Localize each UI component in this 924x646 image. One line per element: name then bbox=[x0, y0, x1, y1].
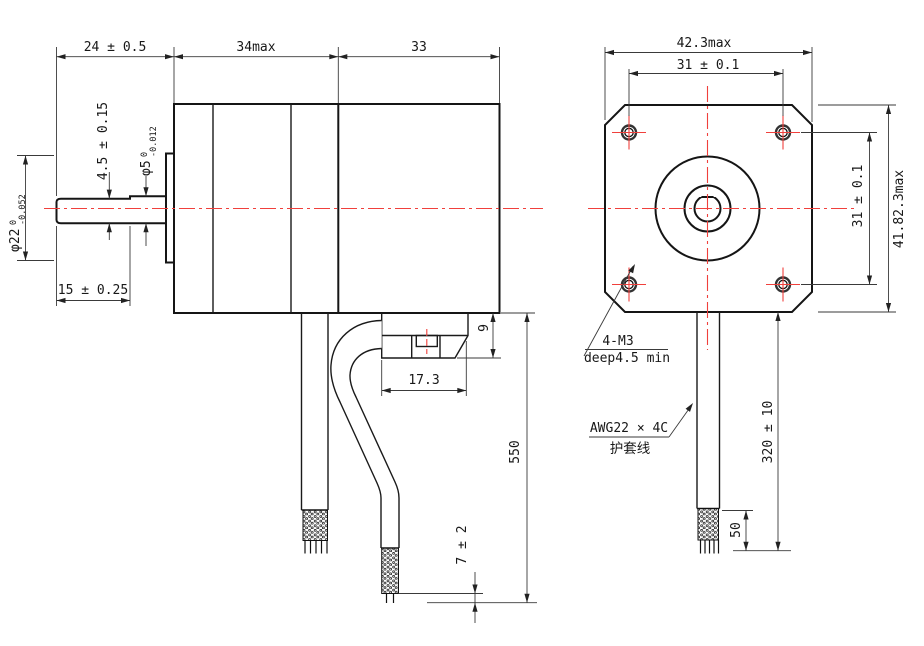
dim-34max-label: 34max bbox=[236, 40, 275, 55]
faceplate-outline bbox=[604, 104, 813, 313]
dim-17-3-label: 17.3 bbox=[408, 373, 439, 388]
dim-phi5-upper-tol: 0 bbox=[140, 152, 150, 157]
dim-connector-width: 17.3 bbox=[381, 341, 467, 396]
dim-31-right-label: 31 ± 0.1 bbox=[851, 165, 866, 228]
dim-50-label: 50 bbox=[729, 522, 744, 538]
dim-wire-tail: 7 ± 2 bbox=[398, 525, 483, 623]
front-view: 42.3max 31 ± 0.1 31 ± 0.1 41. bbox=[583, 36, 907, 554]
dim-connector-height: 9 bbox=[457, 313, 501, 359]
dim-cable-length-320: 320 ± 10 bbox=[733, 312, 791, 552]
dim-body-width: 42.3max bbox=[604, 36, 813, 122]
front-centerlines bbox=[588, 86, 856, 350]
connector-block bbox=[381, 313, 469, 359]
dim-31-top-label: 31 ± 0.1 bbox=[677, 58, 740, 73]
dim-9-label: 9 bbox=[477, 324, 492, 332]
dim-strip-length: 50 bbox=[722, 510, 753, 551]
dim-phi22-label: φ22 bbox=[8, 229, 23, 252]
dim-phi22-upper-tol: 0 bbox=[9, 220, 19, 225]
label-mounting-thread: 4-M3 deep4.5 min bbox=[583, 264, 670, 366]
dim-pilot-diameter: φ22 0 -0.052 bbox=[8, 155, 54, 261]
dim-320-label: 320 ± 10 bbox=[761, 401, 776, 464]
dim-550-label: 550 bbox=[508, 440, 523, 463]
dim-7-2-label: 7 ± 2 bbox=[455, 525, 470, 564]
thread-depth-label: deep4.5 min bbox=[584, 351, 670, 366]
thread-spec-label: 4-M3 bbox=[602, 334, 633, 349]
dim-flat-length: 15 ± 0.25 bbox=[56, 226, 131, 306]
front-cable bbox=[696, 312, 721, 554]
dim-hole-spacing-h: 31 ± 0.1 bbox=[628, 58, 784, 116]
dim-phi5-lower-tol: -0.012 bbox=[149, 126, 159, 157]
side-view: 24 ± 0.5 34max 33 φ22 0 -0.052 4.5 ± 0.1… bbox=[8, 40, 543, 623]
dim-phi5-label: φ5 bbox=[139, 160, 154, 176]
dim-shaft-diameter: φ5 0 -0.012 bbox=[139, 126, 159, 246]
body-cable bbox=[300, 313, 329, 554]
dim-cable-length-550: 550 bbox=[427, 312, 537, 604]
dim-42-3max-label: 42.3max bbox=[677, 36, 732, 51]
label-cable-spec: AWG22 × 4C 护套线 bbox=[589, 403, 693, 457]
dim-top-chain: 24 ± 0.5 34max 33 bbox=[56, 40, 500, 196]
dim-phi22-lower-tol: -0.052 bbox=[18, 194, 28, 225]
dim-shaft-flat: 4.5 ± 0.15 bbox=[96, 102, 112, 240]
dim-hole-spacing-v: 31 ± 0.1 bbox=[801, 132, 877, 285]
motor-shaft bbox=[55, 195, 166, 225]
cable-braid-end bbox=[302, 509, 328, 541]
dim-flat-height-label: 4.5 ± 0.15 bbox=[96, 102, 111, 180]
dim-33-label: 33 bbox=[411, 40, 427, 55]
dim-24-label: 24 ± 0.5 bbox=[84, 40, 147, 55]
connector-cable bbox=[330, 319, 400, 603]
dim-body-height: 41.82.3max bbox=[818, 104, 907, 313]
dim-15-label: 15 ± 0.25 bbox=[58, 283, 128, 298]
cable-spec-label: AWG22 × 4C bbox=[590, 421, 668, 436]
dim-height-label: 41.82.3max bbox=[892, 170, 907, 248]
cable-spec-cn-label: 护套线 bbox=[610, 441, 651, 457]
cable-braid-end bbox=[381, 547, 400, 594]
cable-braid-end bbox=[697, 508, 719, 541]
